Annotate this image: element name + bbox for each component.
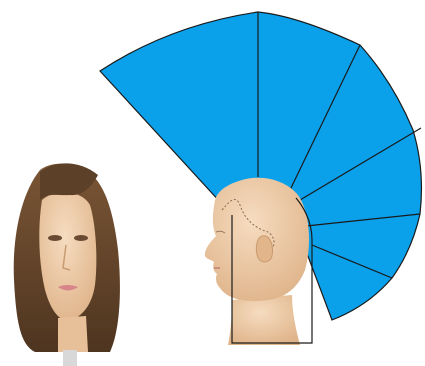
left-eye bbox=[48, 235, 62, 241]
right-eye bbox=[74, 235, 88, 241]
profile-skull bbox=[205, 178, 309, 301]
ear bbox=[256, 236, 272, 262]
stand bbox=[63, 350, 77, 366]
profile-head bbox=[205, 178, 309, 345]
neck bbox=[58, 316, 88, 352]
mannequin-photo bbox=[0, 140, 120, 366]
profile-neck bbox=[228, 295, 300, 345]
